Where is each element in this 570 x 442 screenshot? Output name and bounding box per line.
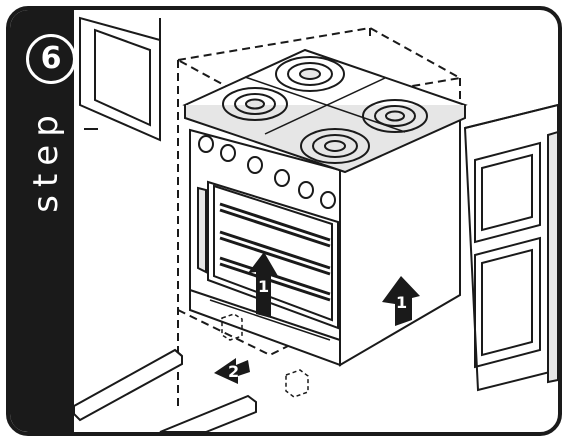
rear-cabinet xyxy=(80,18,160,140)
instruction-panel: 1 1 2 6 xyxy=(6,6,562,436)
push-arrow-icon: 2 xyxy=(214,358,250,384)
step-label: step xyxy=(26,107,66,213)
step-label-underline xyxy=(84,128,98,130)
lift-side-label: 1 xyxy=(396,293,407,312)
side-cabinets xyxy=(465,105,558,390)
push-label: 2 xyxy=(228,362,239,381)
step-number-badge: 6 xyxy=(26,34,76,84)
step-number: 6 xyxy=(41,44,62,74)
range-illustration xyxy=(185,50,465,365)
lift-front-label: 1 xyxy=(258,277,269,296)
installation-illustration: 1 1 2 xyxy=(10,10,558,432)
step-sidebar: 6 step xyxy=(10,10,74,432)
